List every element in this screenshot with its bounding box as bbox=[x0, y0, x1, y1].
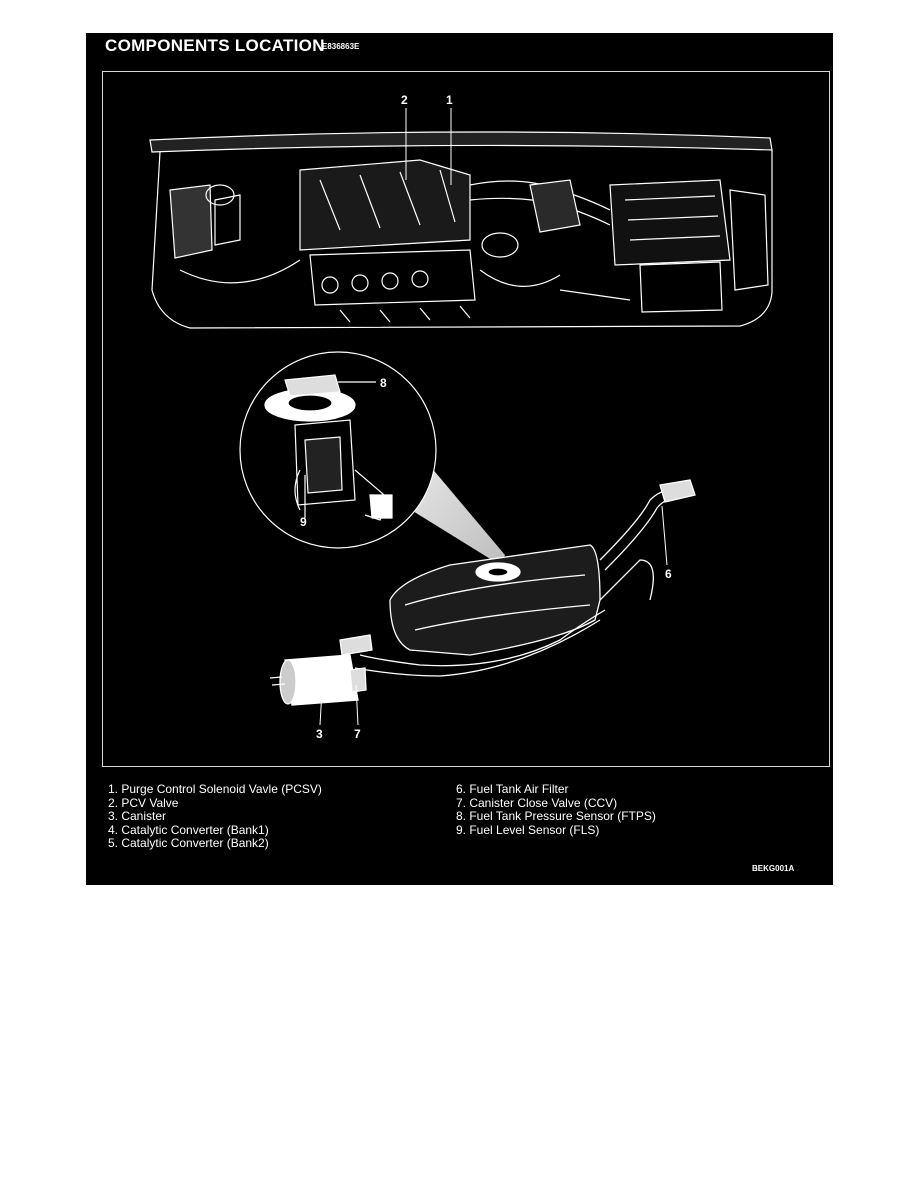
callout-9: 9 bbox=[300, 515, 307, 529]
legend-item: 3. Canister bbox=[108, 809, 167, 824]
callout-6: 6 bbox=[665, 567, 672, 581]
figure-id: BEKG001A bbox=[752, 864, 795, 873]
tank-leader-lines bbox=[319, 505, 668, 726]
legend-item: 5. Catalytic Converter (Bank2) bbox=[108, 836, 269, 851]
callout-7: 7 bbox=[354, 727, 361, 741]
legend-item: 7. Canister Close Valve (CCV) bbox=[456, 795, 618, 810]
page-title: COMPONENTS LOCATION bbox=[105, 36, 325, 55]
document-code: E836863E bbox=[322, 42, 360, 51]
legend-item: 6. Fuel Tank Air Filter bbox=[456, 782, 569, 796]
engine-leader-lines bbox=[405, 108, 452, 185]
callout-1: 1 bbox=[446, 93, 453, 107]
fuel-tank-drawing bbox=[339, 479, 696, 677]
legend-item: 9. Fuel Level Sensor (FLS) bbox=[456, 822, 600, 837]
callout-2: 2 bbox=[401, 93, 408, 107]
illustration-frame bbox=[102, 71, 830, 767]
engine-bay-drawing bbox=[149, 131, 773, 329]
callout-3: 3 bbox=[316, 727, 323, 741]
callout-8: 8 bbox=[380, 376, 387, 390]
legend-item: 1. Purge Control Solenoid Vavle (PCSV) bbox=[108, 782, 322, 796]
legend-right: 6. Fuel Tank Air Filter 7. Canister Clos… bbox=[456, 782, 656, 837]
legend-item: 4. Catalytic Converter (Bank1) bbox=[108, 822, 269, 837]
fuel-pump-detail bbox=[239, 351, 437, 549]
legend-item: 8. Fuel Tank Pressure Sensor (FTPS) bbox=[456, 809, 656, 824]
magnifier-beam bbox=[408, 460, 505, 565]
legend-item: 2. PCV Valve bbox=[108, 795, 179, 810]
canister-drawing bbox=[269, 654, 367, 706]
legend-left: 1. Purge Control Solenoid Vavle (PCSV) 2… bbox=[108, 782, 322, 851]
